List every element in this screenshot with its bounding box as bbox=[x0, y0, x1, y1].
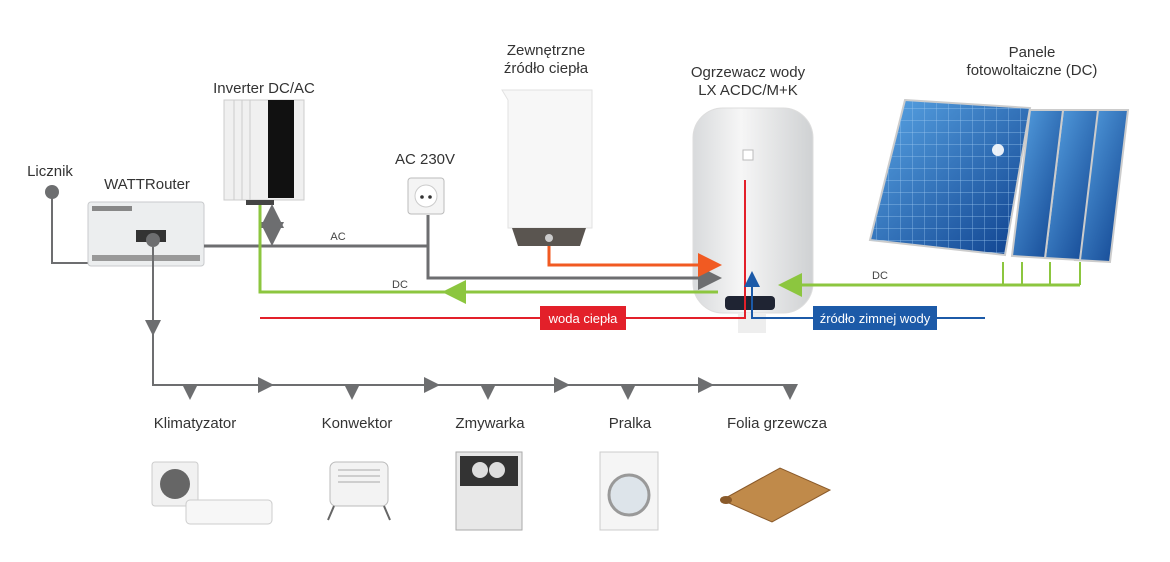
wattrouter: WATTRouter bbox=[87, 176, 205, 267]
panels-label-1: Panele bbox=[1009, 44, 1056, 61]
appliance-label: Folia grzewcza bbox=[727, 415, 828, 432]
appliance-label: Zmywarka bbox=[455, 415, 525, 432]
load-distribution bbox=[145, 247, 798, 400]
solar-panels: Panele fotowoltaiczne (DC) bbox=[868, 44, 1130, 285]
heat-source-line bbox=[547, 246, 722, 277]
socket-label: AC 230V bbox=[395, 151, 455, 168]
ac-line: AC bbox=[204, 204, 722, 290]
heater-label-2: LX ACDC/M+K bbox=[698, 82, 798, 99]
appliance-washing-machine: Pralka bbox=[599, 415, 659, 531]
appliance-heating-foil: Folia grzewcza bbox=[720, 415, 832, 523]
ext-heat-label-1: Zewnętrzne bbox=[507, 42, 585, 59]
hot-water-line: woda ciepła bbox=[260, 180, 746, 330]
appliance-label: Konwektor bbox=[322, 415, 393, 432]
hot-water-label: woda ciepła bbox=[548, 311, 618, 326]
ac-socket: AC 230V bbox=[395, 151, 455, 215]
appliance-dishwasher: Zmywarka bbox=[455, 415, 525, 531]
ext-heat-label-2: źródło ciepła bbox=[504, 60, 589, 77]
heater-label-1: Ogrzewacz wody bbox=[691, 64, 806, 81]
meter-label: Licznik bbox=[27, 163, 73, 180]
inverter-label: Inverter DC/AC bbox=[213, 80, 315, 97]
cold-water-label: źródło zimnej wody bbox=[820, 311, 931, 326]
ac-line-label: AC bbox=[330, 231, 345, 243]
external-heat-source: Zewnętrzne źródło ciepła bbox=[501, 42, 593, 246]
dc-panels-label: DC bbox=[872, 270, 888, 282]
inverter: Inverter DC/AC bbox=[213, 80, 315, 205]
appliance-label: Pralka bbox=[609, 415, 652, 432]
cold-water-line: źródło zimnej wody bbox=[744, 271, 985, 330]
appliance-convector: Konwektor bbox=[322, 415, 393, 521]
dc-line: DC DC bbox=[258, 205, 1080, 304]
panels-label-2: fotowoltaiczne (DC) bbox=[967, 62, 1098, 79]
dc-line-label: DC bbox=[392, 279, 408, 291]
appliance-air-conditioner: Klimatyzator bbox=[151, 415, 273, 525]
router-label: WATTRouter bbox=[104, 176, 190, 193]
appliance-label: Klimatyzator bbox=[154, 415, 237, 432]
meter-line bbox=[51, 192, 90, 264]
meter: Licznik bbox=[27, 163, 90, 264]
